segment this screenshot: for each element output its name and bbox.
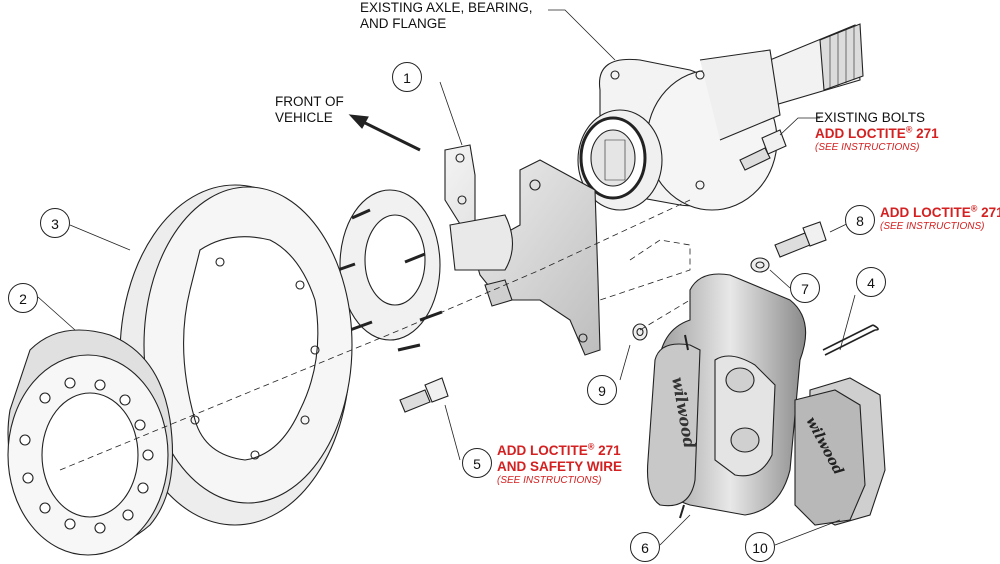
washer-9 bbox=[632, 323, 648, 341]
hat-bolt bbox=[399, 377, 449, 413]
callout-4: 4 bbox=[856, 267, 886, 297]
caliper-bolt-label: ADD LOCTITE® 271 (SEE INSTRUCTIONS) bbox=[880, 203, 1000, 233]
brake-caliper bbox=[646, 273, 807, 519]
front-label-line1: FRONT OF bbox=[275, 94, 344, 109]
callout-10: 10 bbox=[745, 532, 775, 562]
caliper-bolt bbox=[774, 221, 827, 258]
caliper-bracket bbox=[444, 144, 601, 356]
cotter-pin bbox=[822, 324, 879, 356]
bolts-label-title: EXISTING BOLTS bbox=[815, 110, 926, 125]
callout-1: 1 bbox=[392, 62, 422, 92]
hub-adapter bbox=[331, 189, 443, 352]
front-label: FRONT OF VEHICLE bbox=[275, 94, 344, 126]
hat-bolt-loctite: ADD LOCTITE® 271 bbox=[497, 441, 621, 458]
axle-label-line1: EXISTING AXLE, BEARING, bbox=[360, 0, 533, 15]
leader-lines bbox=[37, 9, 856, 546]
washer-7 bbox=[750, 257, 770, 273]
front-label-line2: VEHICLE bbox=[275, 110, 333, 125]
axle-bearing bbox=[577, 109, 663, 211]
callout-5: 5 bbox=[462, 448, 492, 478]
caliper-bolt-see-instructions: (SEE INSTRUCTIONS) bbox=[880, 221, 985, 232]
bolts-see-instructions: (SEE INSTRUCTIONS) bbox=[815, 142, 920, 153]
center-lines bbox=[59, 199, 691, 471]
rotor-hat bbox=[7, 329, 174, 556]
hat-bolt-safety-wire: AND SAFETY WIRE bbox=[497, 459, 623, 474]
axle-label: EXISTING AXLE, BEARING, AND FLANGE bbox=[360, 0, 533, 32]
existing-bolt bbox=[739, 129, 787, 171]
brake-rotor bbox=[119, 184, 353, 526]
brake-pads bbox=[794, 377, 886, 526]
hat-bolt-label: ADD LOCTITE® 271 AND SAFETY WIRE (SEE IN… bbox=[497, 441, 623, 487]
hat-bolt-see-instructions: (SEE INSTRUCTIONS) bbox=[497, 475, 602, 486]
callout-7: 7 bbox=[790, 273, 820, 303]
callout-2: 2 bbox=[8, 283, 38, 313]
axle-shaft bbox=[769, 23, 864, 106]
axle-label-line2: AND FLANGE bbox=[360, 16, 447, 31]
callout-9: 9 bbox=[587, 375, 617, 405]
bolts-label: EXISTING BOLTS ADD LOCTITE® 271 (SEE INS… bbox=[815, 110, 939, 154]
callout-3: 3 bbox=[40, 208, 70, 238]
callout-6: 6 bbox=[630, 532, 660, 562]
front-arrow bbox=[354, 116, 421, 152]
bolts-loctite: ADD LOCTITE® 271 bbox=[815, 124, 939, 141]
caliper-bolt-loctite: ADD LOCTITE® 271 bbox=[880, 203, 1000, 220]
callout-8: 8 bbox=[845, 205, 875, 235]
